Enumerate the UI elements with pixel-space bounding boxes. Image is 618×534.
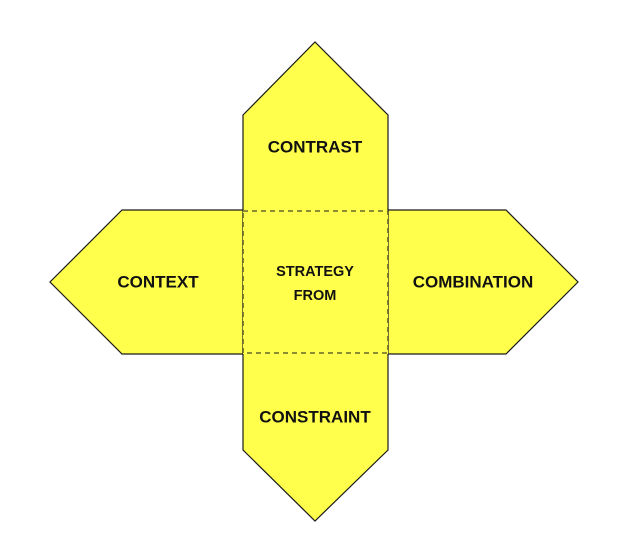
center-label-line1: STRATEGY	[276, 264, 354, 280]
arm-bottom-shape	[242, 352, 389, 522]
arm-bottom-label: CONSTRAINT	[259, 407, 371, 426]
center-label-line2: FROM	[294, 288, 337, 304]
arm-top-shape	[242, 41, 389, 213]
arm-left-label: CONTEXT	[117, 272, 199, 291]
center-dashed-outline	[242, 210, 389, 354]
arm-right-label: COMBINATION	[413, 272, 534, 291]
arm-top-label: CONTRAST	[268, 137, 363, 156]
center-square	[243, 210, 388, 354]
